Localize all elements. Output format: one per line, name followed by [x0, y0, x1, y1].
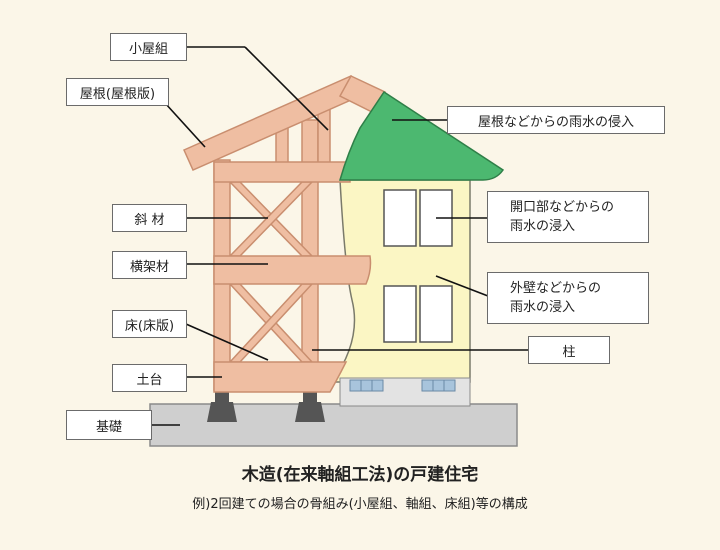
label-hashira: 柱: [528, 336, 610, 364]
caption-title: 木造(在来軸組工法)の戸建住宅: [241, 465, 479, 485]
label-kaiko-leak-line2: 雨水の浸入: [510, 219, 576, 234]
sill-plate: [213, 361, 348, 393]
label-okakezai: 横架材: [112, 251, 187, 279]
caption-subtitle: 例)2回建ての場合の骨組み(小屋組、軸組、床組)等の構成: [192, 497, 528, 512]
label-yane-leak: 屋根などからの雨水の侵入: [447, 106, 665, 134]
label-kiso: 基礎: [66, 410, 152, 440]
label-gaiheki-leak: 外壁などからの 雨水の浸入: [487, 272, 649, 324]
vent-right: [421, 379, 456, 392]
label-yane: 屋根(屋根版): [66, 78, 169, 106]
footing-right: [295, 388, 325, 422]
leader-lines: [151, 46, 528, 426]
beam-middle: [213, 255, 372, 285]
roof-covering: [339, 90, 505, 181]
label-dodai: 土台: [112, 364, 187, 392]
label-kaiko-leak: 開口部などからの 雨水の浸入: [487, 191, 649, 243]
vent-left: [349, 379, 384, 392]
label-shazai: 斜 材: [112, 204, 187, 232]
footing-left: [207, 388, 237, 422]
foundation-slab: [149, 403, 518, 447]
window-lower: [383, 285, 453, 343]
label-gaiheki-leak-line1: 外壁などからの: [510, 281, 602, 296]
timber-frame: [183, 75, 387, 393]
label-gaiheki-leak-line2: 雨水の浸入: [510, 300, 576, 315]
roof-left-slope: [183, 75, 361, 171]
beam-top: [213, 161, 351, 183]
label-koyagumi: 小屋組: [110, 33, 187, 61]
label-kaiko-leak-line1: 開口部などからの: [510, 200, 615, 215]
label-yuka: 床(床版): [112, 310, 187, 338]
